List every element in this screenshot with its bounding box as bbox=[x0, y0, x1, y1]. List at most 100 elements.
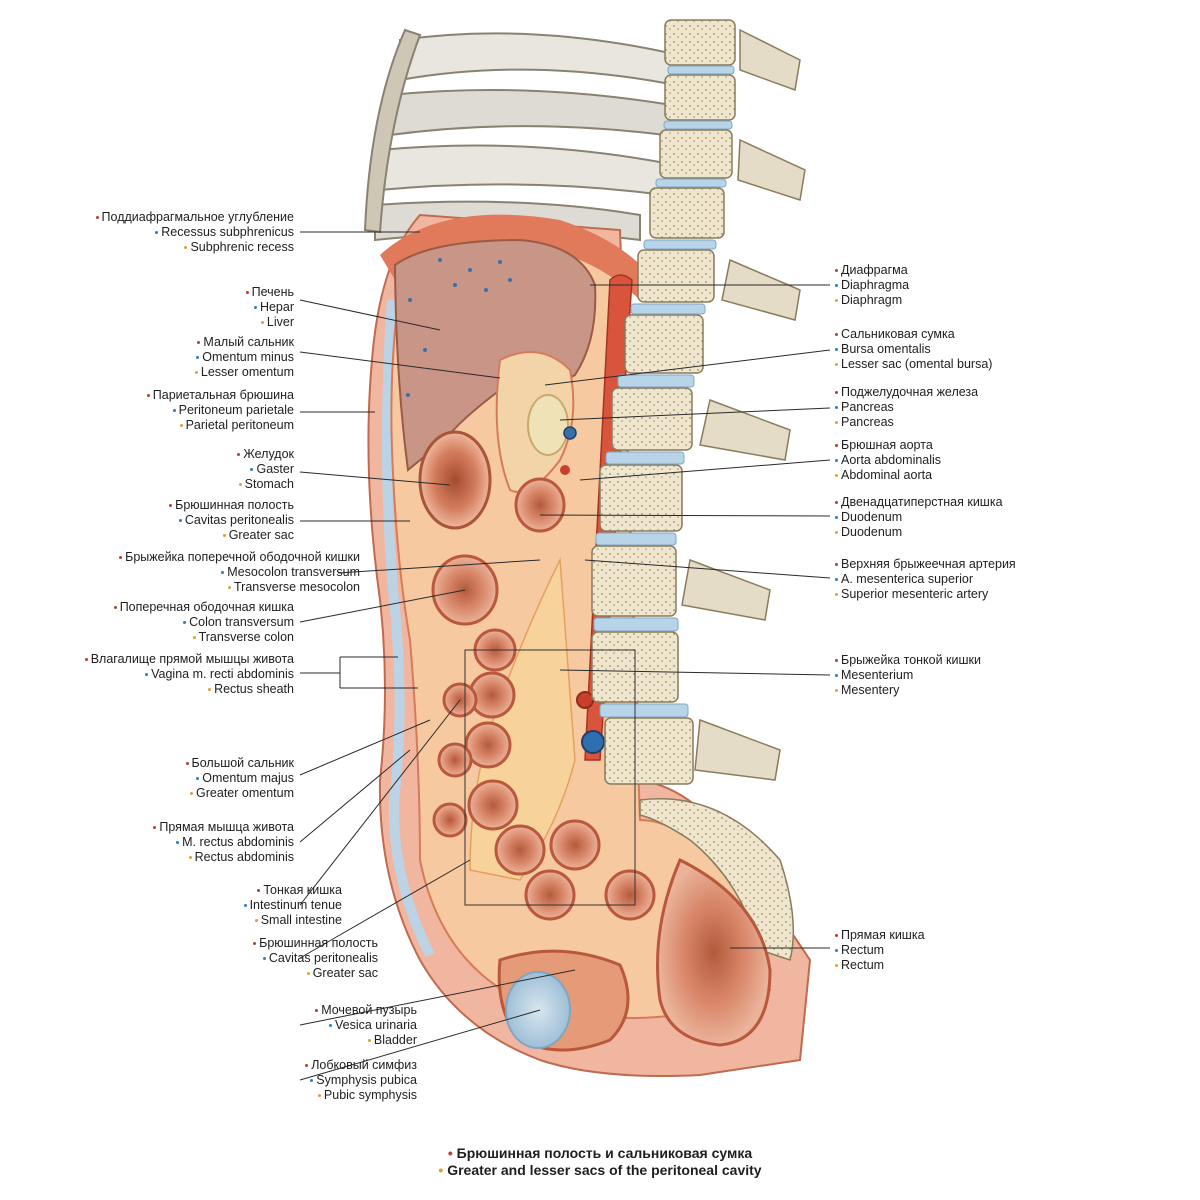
label-en: Pancreas bbox=[835, 415, 978, 430]
label-la: Mesocolon transversum bbox=[119, 565, 360, 580]
label-ru: Желудок bbox=[237, 447, 294, 462]
label-small-intestine: Тонкая кишка Intestinum tenue Small inte… bbox=[244, 883, 342, 928]
figure-caption: Брюшинная полость и сальниковая сумка Gr… bbox=[0, 1145, 1200, 1179]
label-ru: Брыжейка тонкой кишки bbox=[835, 653, 981, 668]
label-en: Lesser sac (omental bursa) bbox=[835, 357, 992, 372]
label-la: Duodenum bbox=[835, 510, 1003, 525]
label-ru: Прямая мышца живота bbox=[153, 820, 294, 835]
label-la: Mesenterium bbox=[835, 668, 981, 683]
label-en: Greater omentum bbox=[186, 786, 294, 801]
label-pancreas: Поджелудочная железа Pancreas Pancreas bbox=[835, 385, 978, 430]
label-en: Duodenum bbox=[835, 525, 1003, 540]
label-la: Vesica urinaria bbox=[315, 1018, 417, 1033]
label-la: Vagina m. recti abdominis bbox=[85, 667, 294, 682]
rectus-sheath-band bbox=[381, 299, 435, 958]
label-ru: Диафрагма bbox=[835, 263, 909, 278]
diaphragm-shape bbox=[380, 214, 650, 300]
label-en: Greater sac bbox=[169, 528, 294, 543]
label-ru: Мочевой пузырь bbox=[315, 1003, 417, 1018]
label-la: Symphysis pubica bbox=[305, 1073, 417, 1088]
label-la: Omentum majus bbox=[186, 771, 294, 786]
caption-en: Greater and lesser sacs of the peritonea… bbox=[0, 1162, 1200, 1179]
label-peritoneal-cavity-lower: Брюшинная полость Cavitas peritonealis G… bbox=[253, 936, 378, 981]
label-ru: Прямая кишка bbox=[835, 928, 925, 943]
leader-lines-right bbox=[539, 284, 831, 949]
pubic-symphysis-shape bbox=[505, 971, 571, 1049]
label-duodenum: Двенадцатиперстная кишка Duodenum Duoden… bbox=[835, 495, 1003, 540]
label-en: Greater sac bbox=[253, 966, 378, 981]
spinous-processes bbox=[681, 28, 806, 781]
label-la: Intestinum tenue bbox=[244, 898, 342, 913]
splenic-vessel bbox=[563, 426, 577, 440]
label-ru: Поперечная ободочная кишка bbox=[114, 600, 294, 615]
label-rectum: Прямая кишка Rectum Rectum bbox=[835, 928, 925, 973]
label-rectus-abdominis: Прямая мышца живота M. rectus abdominis … bbox=[153, 820, 294, 865]
label-liver: Печень Hepar Liver bbox=[246, 285, 294, 330]
label-en: Rectus sheath bbox=[85, 682, 294, 697]
label-la: Rectum bbox=[835, 943, 925, 958]
label-ru: Малый сальник bbox=[195, 335, 294, 350]
label-la: Cavitas peritonealis bbox=[169, 513, 294, 528]
label-la: Aorta abdominalis bbox=[835, 453, 941, 468]
label-en: Diaphragm bbox=[835, 293, 909, 308]
label-lesser-omentum: Малый сальник Omentum minus Lesser oment… bbox=[195, 335, 294, 380]
label-en: Abdominal aorta bbox=[835, 468, 941, 483]
pancreas-shape bbox=[527, 394, 569, 456]
small-vessel bbox=[560, 465, 570, 475]
ivc-vessel bbox=[581, 730, 605, 754]
label-ru: Лобковый симфиз bbox=[305, 1058, 417, 1073]
label-en: Superior mesenteric artery bbox=[835, 587, 1016, 602]
label-ru: Сальниковая сумка bbox=[835, 327, 992, 342]
label-en: Rectus abdominis bbox=[153, 850, 294, 865]
label-greater-omentum: Большой сальник Omentum majus Greater om… bbox=[186, 756, 294, 801]
label-la: Pancreas bbox=[835, 400, 978, 415]
label-mesentery: Брыжейка тонкой кишки Mesenterium Mesent… bbox=[835, 653, 981, 698]
label-parietal-peritoneum: Париетальная брюшина Peritoneum parietal… bbox=[147, 388, 294, 433]
label-en: Mesentery bbox=[835, 683, 981, 698]
rectum-shape bbox=[656, 857, 772, 1047]
label-en: Bladder bbox=[315, 1033, 417, 1048]
label-la: Colon transversum bbox=[114, 615, 294, 630]
label-ru: Поддиафрагмальное углубление bbox=[96, 210, 294, 225]
label-subphrenic-recess: Поддиафрагмальное углубление Recessus su… bbox=[96, 210, 294, 255]
sma-vessel bbox=[576, 691, 594, 709]
liver-vessels bbox=[406, 258, 512, 397]
label-abdominal-aorta: Брюшная аорта Aorta abdominalis Abdomina… bbox=[835, 438, 941, 483]
label-la: Bursa omentalis bbox=[835, 342, 992, 357]
label-en: Subphrenic recess bbox=[96, 240, 294, 255]
label-ru: Брюшная аорта bbox=[835, 438, 941, 453]
label-ru: Брыжейка поперечной ободочной кишки bbox=[119, 550, 360, 565]
label-en: Liver bbox=[246, 315, 294, 330]
label-bladder: Мочевой пузырь Vesica urinaria Bladder bbox=[315, 1003, 417, 1048]
label-peritoneal-cavity-upper: Брюшинная полость Cavitas peritonealis G… bbox=[169, 498, 294, 543]
duodenum-shape bbox=[514, 477, 566, 533]
label-en: Lesser omentum bbox=[195, 365, 294, 380]
label-la: Recessus subphrenicus bbox=[96, 225, 294, 240]
label-ru: Поджелудочная железа bbox=[835, 385, 978, 400]
mesentery-frame bbox=[464, 649, 636, 906]
label-la: Diaphragma bbox=[835, 278, 909, 293]
label-stomach: Желудок Gaster Stomach bbox=[237, 447, 294, 492]
label-la: A. mesenterica superior bbox=[835, 572, 1016, 587]
label-en: Pubic symphysis bbox=[305, 1088, 417, 1103]
label-pubic-symphysis: Лобковый симфиз Symphysis pubica Pubic s… bbox=[305, 1058, 417, 1103]
label-la: Hepar bbox=[246, 300, 294, 315]
label-en: Transverse colon bbox=[114, 630, 294, 645]
label-la: M. rectus abdominis bbox=[153, 835, 294, 850]
stomach-shape bbox=[418, 430, 492, 530]
label-ru: Тонкая кишка bbox=[244, 883, 342, 898]
label-diaphragm: Диафрагма Diaphragma Diaphragm bbox=[835, 263, 909, 308]
label-en: Rectum bbox=[835, 958, 925, 973]
label-ru: Брюшинная полость bbox=[169, 498, 294, 513]
label-ru: Влагалище прямой мышцы живота bbox=[85, 652, 294, 667]
label-ru: Печень bbox=[246, 285, 294, 300]
label-en: Stomach bbox=[237, 477, 294, 492]
label-superior-mesenteric-artery: Верхняя брыжеечная артерия A. mesenteric… bbox=[835, 557, 1016, 602]
label-en: Small intestine bbox=[244, 913, 342, 928]
label-rectus-sheath: Влагалище прямой мышцы живота Vagina m. … bbox=[85, 652, 294, 697]
intervertebral-discs bbox=[593, 65, 735, 718]
label-la: Cavitas peritonealis bbox=[253, 951, 378, 966]
spine bbox=[591, 19, 795, 961]
label-en: Parietal peritoneum bbox=[147, 418, 294, 433]
